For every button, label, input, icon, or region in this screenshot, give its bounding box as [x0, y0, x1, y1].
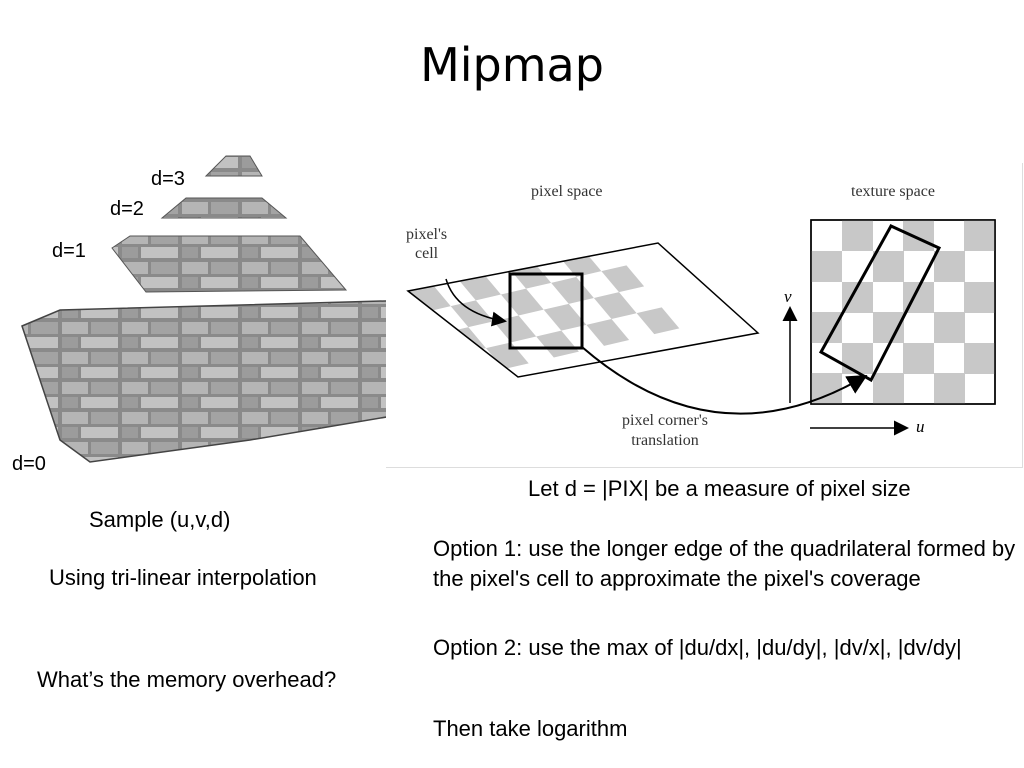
option1-text: Option 1: use the longer edge of the qua… — [433, 536, 1016, 591]
pixel-space-label: pixel space — [531, 183, 603, 200]
texture-space-label: texture space — [851, 183, 935, 200]
mip-level-1 — [111, 235, 348, 293]
figure-drawing — [406, 219, 996, 436]
sample-text: Sample (u,v,d) — [89, 507, 231, 532]
u-axis-label: u — [916, 417, 925, 436]
mipmap-pyramid — [21, 155, 469, 463]
option2-text: Option 2: use the max of |du/dx|, |du/dy… — [433, 635, 962, 660]
mip-level-2 — [160, 197, 288, 219]
let-d-text: Let d = |PIX| be a measure of pixel size — [528, 476, 911, 501]
logarithm-text: Then take logarithm — [433, 716, 628, 741]
label-d1: d=1 — [52, 240, 86, 262]
pixel-texture-figure: pixel space texture space pixel's cell p… — [386, 163, 1023, 468]
mip-level-3 — [204, 155, 263, 177]
pixels-cell-label: pixel's cell — [406, 226, 448, 262]
label-d0: d=0 — [12, 453, 46, 475]
label-d3: d=3 — [151, 168, 185, 190]
label-d2: d=2 — [110, 198, 144, 220]
corner-translation-label: pixel corner's translation — [622, 412, 708, 449]
slide-title: Mipmap — [420, 38, 604, 92]
trilinear-text: Using tri-linear interpolation — [49, 565, 317, 590]
memory-overhead-text: What’s the memory overhead? — [37, 667, 337, 692]
v-axis-label: v — [784, 287, 792, 306]
